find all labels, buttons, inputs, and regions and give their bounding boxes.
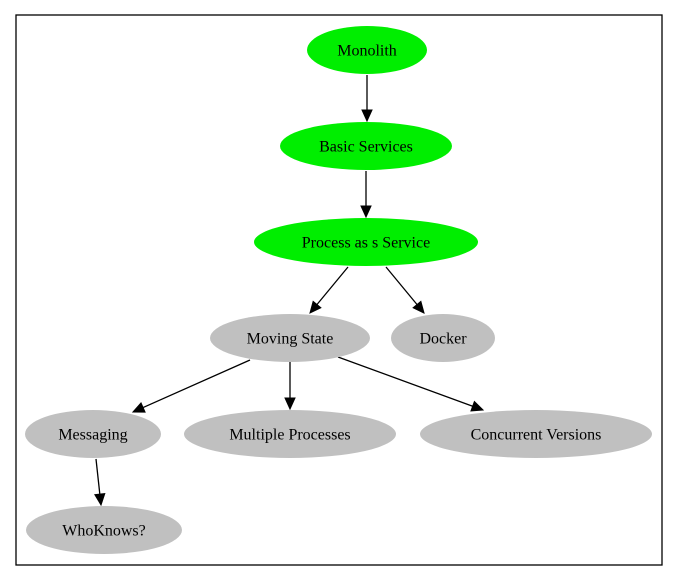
node-label: Process as s Service: [302, 235, 430, 252]
node-label: Messaging: [58, 427, 127, 444]
diagram-border: [15, 14, 663, 566]
node-label: Concurrent Versions: [471, 427, 602, 444]
arrowhead-docker: [412, 300, 425, 314]
edge-messaging-to-whoknows: [95, 458, 101, 495]
node-shape: [391, 314, 495, 362]
node-process-service: Process as s Service: [254, 218, 478, 266]
node-label: Docker: [419, 331, 467, 348]
node-label: Basic Services: [319, 139, 413, 156]
arrowhead-multiple-processes: [284, 397, 296, 411]
node-label: Multiple Processes: [229, 427, 350, 444]
edge-moving-state-to-concurrent-versions: [337, 356, 473, 407]
node-messaging: Messaging: [25, 410, 161, 458]
edge-moving-state-to-messaging: [142, 359, 251, 409]
node-basic-services: Basic Services: [280, 122, 452, 170]
arrowhead-whoknows: [94, 492, 106, 507]
node-shape: [25, 410, 161, 458]
node-moving-state: Moving State: [210, 314, 370, 362]
arrowhead-moving-state: [309, 300, 322, 314]
arrowhead-basic-services: [361, 109, 373, 123]
node-label: Monolith: [337, 43, 397, 60]
node-whoknows: WhoKnows?: [26, 506, 182, 554]
node-shape: [280, 122, 452, 170]
arrowhead-concurrent-versions: [470, 400, 485, 412]
edges-layer: [94, 75, 485, 507]
node-monolith: Monolith: [307, 26, 427, 74]
arrowhead-messaging: [131, 402, 146, 413]
edge-process-service-to-docker: [385, 266, 418, 305]
node-shape: [184, 410, 396, 458]
edge-process-service-to-moving-state: [316, 266, 349, 305]
node-multiple-processes: Multiple Processes: [184, 410, 396, 458]
node-shape: [420, 410, 652, 458]
arrowhead-process-service: [360, 205, 372, 219]
node-label: Moving State: [247, 331, 334, 348]
node-shape: [26, 506, 182, 554]
node-docker: Docker: [391, 314, 495, 362]
node-concurrent-versions: Concurrent Versions: [420, 410, 652, 458]
node-label: WhoKnows?: [62, 523, 146, 540]
node-shape: [307, 26, 427, 74]
node-shape: [210, 314, 370, 362]
node-shape: [254, 218, 478, 266]
